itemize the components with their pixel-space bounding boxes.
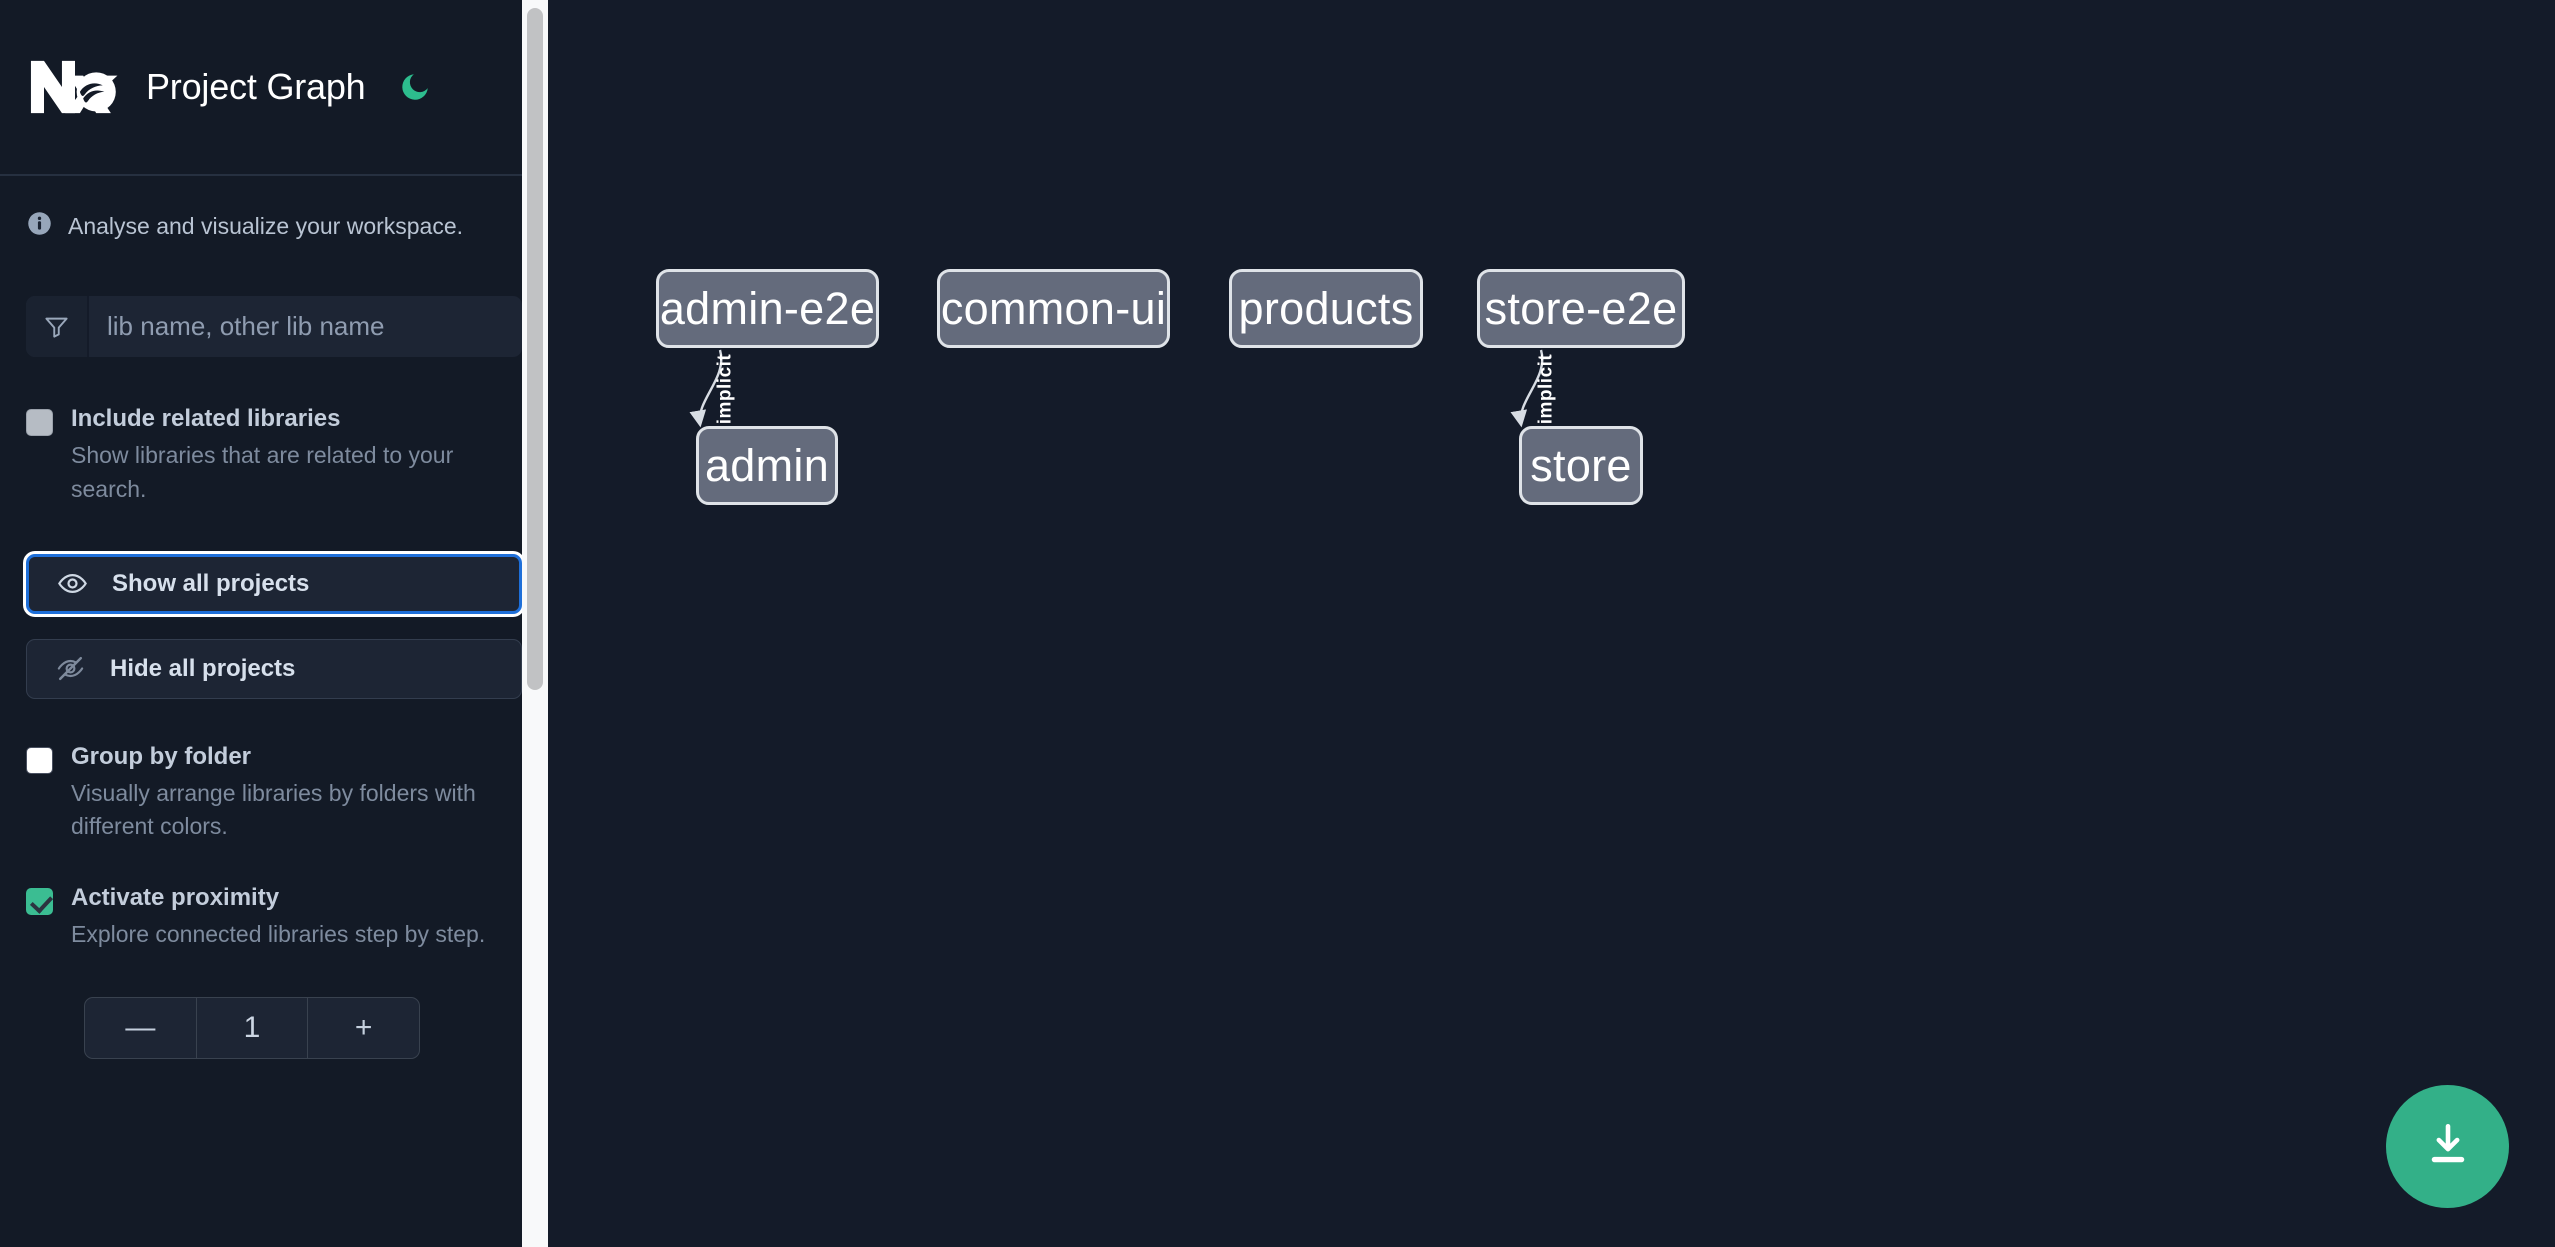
option-include-related-libraries[interactable]: Include related libraries Show libraries… [0, 403, 548, 506]
graph-node-store-e2e[interactable]: store-e2e [1477, 269, 1685, 348]
edge-label-implicit-admin: implicit [714, 353, 736, 425]
funnel-icon [26, 296, 89, 357]
info-circle-icon [26, 210, 53, 242]
option-label: Activate proximity [71, 883, 280, 911]
option-label: Include related libraries [71, 405, 341, 432]
proximity-stepper: — 1 + [84, 997, 420, 1060]
eye-icon [57, 568, 88, 599]
filter-search-box[interactable] [26, 296, 522, 357]
moon-icon[interactable] [396, 68, 434, 106]
option-description: Show libraries that are related to your … [71, 442, 454, 502]
graph-node-common-ui[interactable]: common-ui [937, 269, 1170, 348]
search-input[interactable] [89, 296, 522, 357]
option-description: Explore connected libraries step by step… [71, 920, 486, 947]
show-all-projects-label: Show all projects [112, 569, 310, 597]
sidebar-scrollbar-thumb[interactable] [527, 8, 543, 690]
page-title: Project Graph [146, 66, 366, 107]
stepper-value: 1 [243, 1011, 261, 1045]
download-graph-button[interactable] [2386, 1085, 2509, 1208]
graph-node-store[interactable]: store [1519, 426, 1643, 505]
option-label: Group by folder [71, 742, 251, 770]
nx-logo [26, 56, 124, 118]
graph-edges [689, 349, 1544, 428]
hide-all-projects-label: Hide all projects [110, 654, 296, 682]
hide-all-projects-button[interactable]: Hide all projects [26, 638, 522, 699]
option-activate-proximity[interactable]: Activate proximity Explore connected lib… [0, 882, 548, 952]
graph-node-products[interactable]: products [1229, 269, 1423, 348]
option-group-by-folder[interactable]: Group by folder Visually arrange librari… [0, 741, 548, 844]
option-description: Visually arrange libraries by folders wi… [71, 780, 476, 840]
info-text: Analyse and visualize your workspace. [68, 212, 464, 239]
sidebar-header: Project Graph [0, 0, 548, 176]
checkbox-group-by-folder[interactable] [26, 746, 53, 774]
checkbox-include-related-libraries[interactable] [26, 409, 53, 436]
eye-off-icon [55, 653, 86, 684]
sidebar-scrollbar[interactable] [522, 0, 548, 1247]
workspace-info: Analyse and visualize your workspace. [0, 176, 548, 242]
show-all-projects-button[interactable]: Show all projects [26, 553, 522, 614]
stepper-decrement-button[interactable]: — [85, 998, 197, 1059]
graph-canvas[interactable]: implicit implicit admin-e2e common-ui pr… [548, 0, 2555, 1247]
graph-node-admin[interactable]: admin [696, 426, 838, 505]
graph-node-admin-e2e[interactable]: admin-e2e [656, 269, 879, 348]
download-icon [2423, 1120, 2473, 1173]
checkbox-activate-proximity[interactable] [26, 887, 53, 915]
edge-label-implicit-store: implicit [1535, 353, 1557, 425]
stepper-increment-button[interactable]: + [307, 998, 419, 1059]
sidebar: Project Graph Analyse and visualize your… [0, 0, 548, 1247]
